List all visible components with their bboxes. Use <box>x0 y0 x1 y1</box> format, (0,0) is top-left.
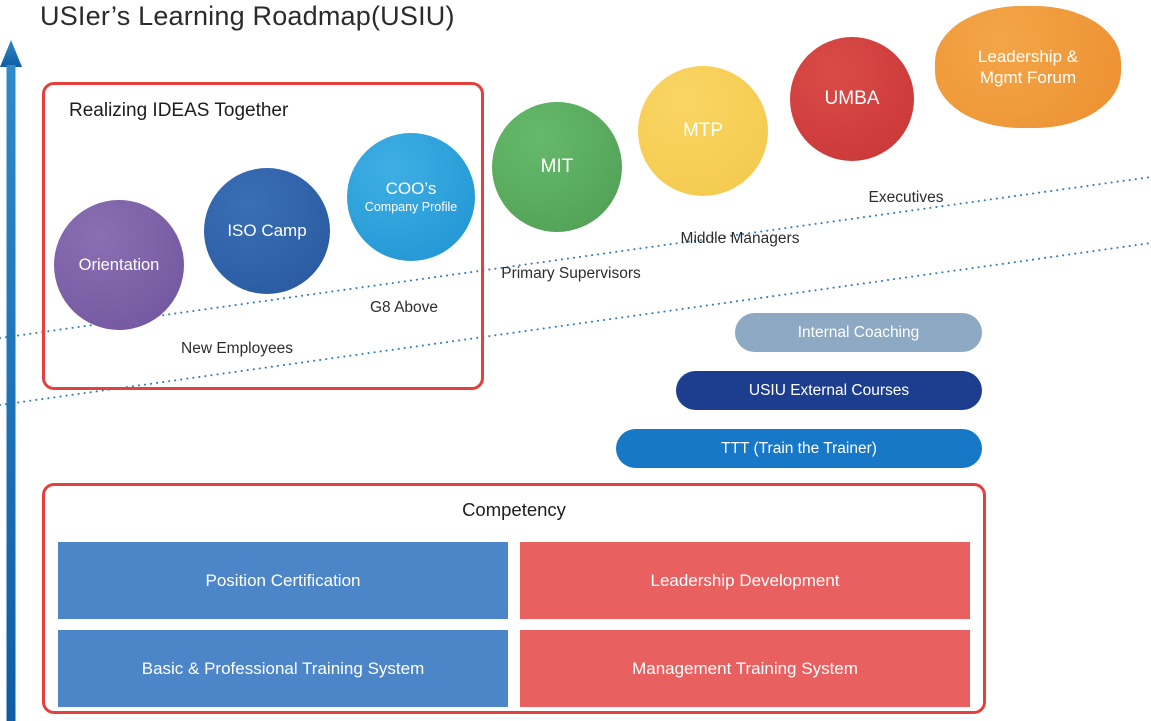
audience-label-g8-above: G8 Above <box>369 299 439 316</box>
leadership-mgmt-forum-blob: Leadership & Mgmt Forum <box>935 6 1121 128</box>
internal-coaching-label: Internal Coaching <box>797 323 920 341</box>
umba-circle: UMBA <box>790 37 914 161</box>
orientation-label: Orientation <box>78 255 160 274</box>
mtp-label: MTP <box>682 120 724 142</box>
competency-cell-leadership-development: Leadership Development <box>520 542 970 619</box>
group-box-title: Realizing IDEAS Together <box>69 100 289 121</box>
competency-cell-label: Management Training System <box>632 658 858 678</box>
audience-label-new-employees: New Employees <box>181 340 293 357</box>
mtp-circle: MTP <box>638 66 768 196</box>
page-title: USIer’s Learning Roadmap(USIU) <box>40 1 455 31</box>
coo-label-line2: Company Profile <box>364 200 458 215</box>
growth-arrow-head <box>0 40 22 67</box>
coo-company-profile-circle: COO’s Company Profile <box>347 133 475 261</box>
competency-cell-management-training: Management Training System <box>520 630 970 707</box>
coo-label-line1: COO’s <box>385 179 437 199</box>
competency-cell-label: Position Certification <box>205 570 361 590</box>
growth-arrow-shaft <box>6 65 16 721</box>
mit-label: MIT <box>540 156 574 178</box>
competency-cell-label: Basic & Professional Training System <box>141 658 425 678</box>
iso-camp-circle: ISO Camp <box>204 168 330 294</box>
audience-label-middle-managers: Middle Managers <box>680 230 800 247</box>
umba-label: UMBA <box>824 88 880 110</box>
new-employees-group-box: Realizing IDEAS Together <box>42 82 484 390</box>
competency-cell-label: Leadership Development <box>650 570 840 590</box>
iso-camp-label: ISO Camp <box>227 221 307 241</box>
competency-title: Competency <box>462 499 566 520</box>
usiu-external-courses-pill: USIU External Courses <box>676 371 982 410</box>
audience-label-executives: Executives <box>868 189 944 206</box>
competency-cell-position-certification: Position Certification <box>58 542 508 619</box>
audience-label-primary-supervisors: Primary Supervisors <box>501 265 641 282</box>
orientation-circle: Orientation <box>54 200 184 330</box>
forum-label-line2: Mgmt Forum <box>979 68 1077 87</box>
internal-coaching-pill: Internal Coaching <box>735 313 982 352</box>
ttt-label: TTT (Train the Trainer) <box>721 439 877 457</box>
competency-cell-basic-professional-training: Basic & Professional Training System <box>58 630 508 707</box>
competency-group-box: Competency Position Certification Leader… <box>42 483 986 714</box>
forum-label-line1: Leadership & <box>977 46 1079 66</box>
mit-circle: MIT <box>492 102 622 232</box>
ttt-pill: TTT (Train the Trainer) <box>616 429 982 468</box>
usiu-external-courses-label: USIU External Courses <box>748 381 910 399</box>
